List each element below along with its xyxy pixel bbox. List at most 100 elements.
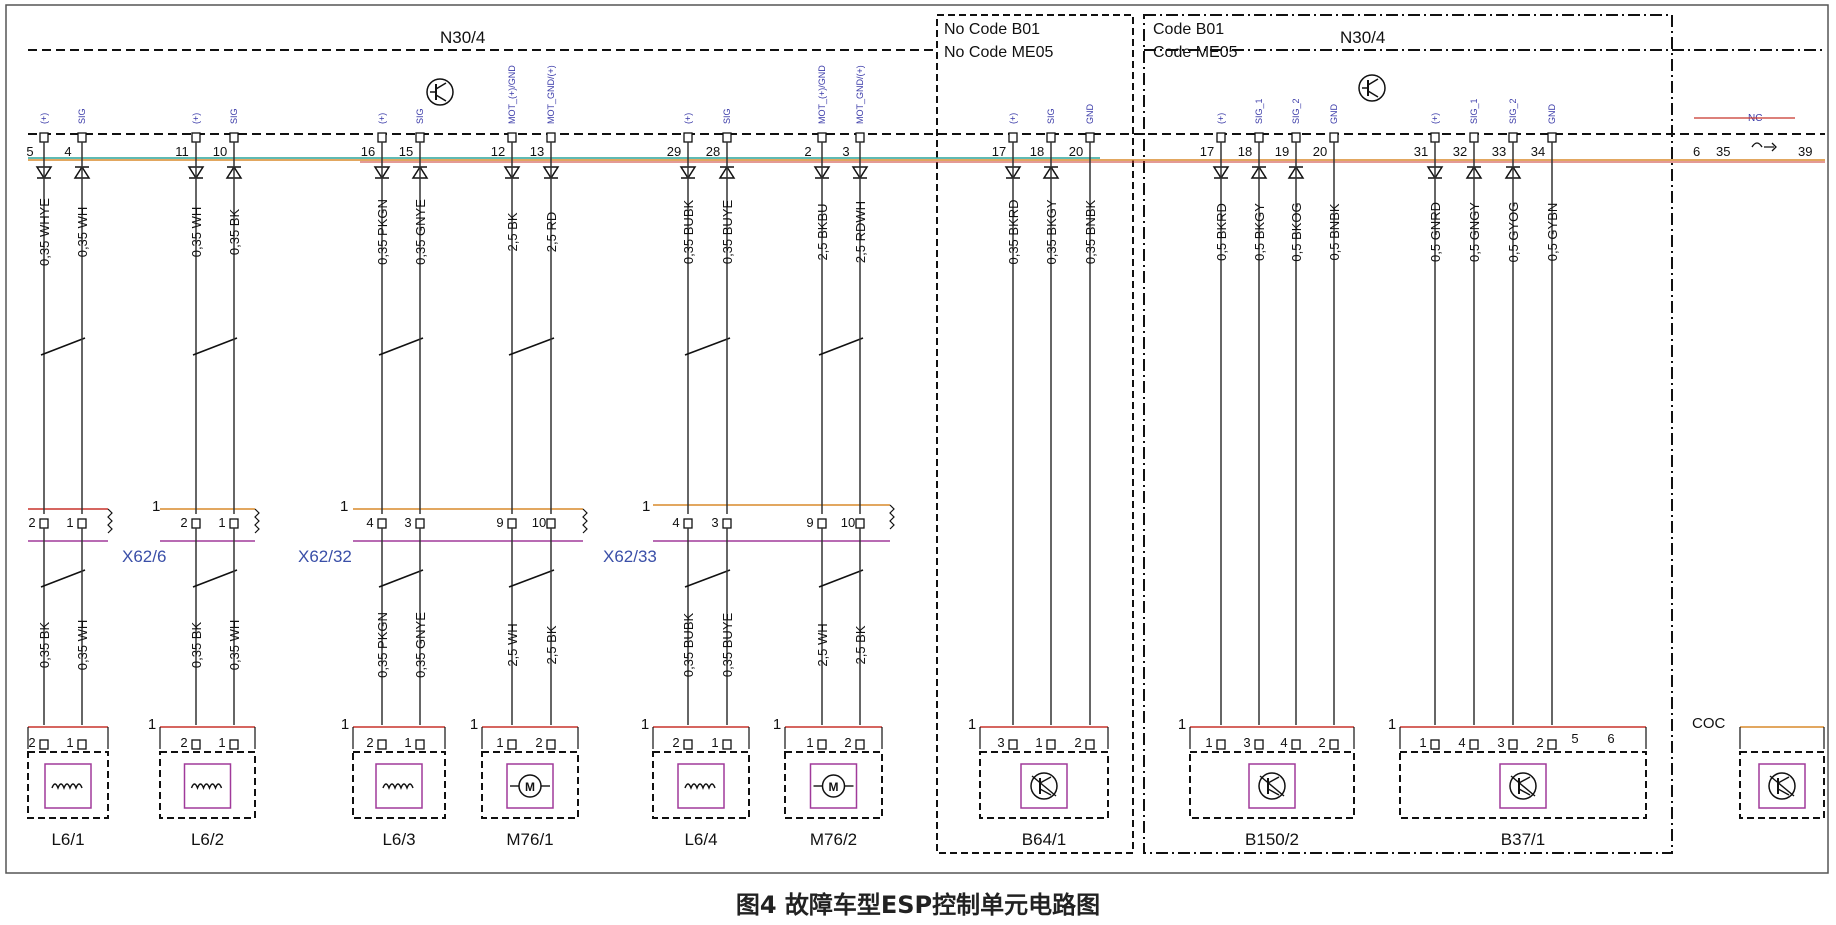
sensor-collector: [1267, 776, 1280, 784]
wire-code-label: 2,5 BK: [505, 212, 520, 251]
wire-code-label: 0,35 BUBK: [681, 200, 696, 265]
pin-number: 4: [1280, 735, 1287, 750]
wire-code-label: 0,35 BKGY: [1044, 199, 1059, 264]
pin-number: 17: [1200, 144, 1214, 159]
pin-signal-label: (+): [1216, 113, 1226, 124]
pin-socket: [817, 739, 827, 750]
pin-number: 4: [366, 515, 373, 530]
pin-number: 1: [404, 735, 411, 750]
component-housing: [352, 751, 446, 819]
outer-frame: [5, 4, 1829, 874]
wire-code-label: 2,5 WH: [815, 623, 830, 666]
pin-socket: [77, 132, 87, 143]
pin-number: 1: [1205, 735, 1212, 750]
wire-code-label: 0,5 BNBK: [1327, 203, 1342, 260]
pin-socket: [1046, 132, 1056, 143]
wire-code-label: 0,35 PKGN: [375, 199, 390, 265]
wire-code-label: 2,5 WH: [505, 623, 520, 666]
pin-signal-label: (+): [683, 113, 693, 124]
twist-marker: [684, 569, 731, 588]
pin-signal-label: (+): [39, 113, 49, 124]
component-label: M76/2: [810, 830, 857, 849]
component-housing: [1399, 751, 1647, 819]
wire-code-label: 0,35 WH: [189, 207, 204, 258]
pin-socket: [683, 739, 693, 750]
component-housing: [979, 751, 1109, 819]
pin-number: 20: [1313, 144, 1327, 159]
pin-socket: [817, 132, 827, 143]
component-housing: [159, 751, 256, 819]
pin-socket: [1216, 132, 1226, 143]
pin-socket: [855, 518, 865, 529]
pin-number: 2: [1536, 735, 1543, 750]
sensor-adjust-arrow: [1031, 775, 1057, 797]
pin-socket: [39, 739, 49, 750]
pin-socket: [415, 518, 425, 529]
component-index: 1: [1388, 716, 1396, 733]
pin-number: 3: [711, 515, 718, 530]
pin-socket: [77, 739, 87, 750]
pin-number: 4: [64, 144, 71, 159]
component-label: L6/2: [191, 830, 224, 849]
pin-number: 9: [496, 515, 503, 530]
pin-number: 1: [66, 515, 73, 530]
pin-signal-label: SIG: [415, 108, 425, 124]
option-label: Code ME05: [1153, 44, 1238, 61]
pin-signal-label: SIG: [229, 108, 239, 124]
sensor-collector: [1039, 776, 1052, 784]
pin-socket: [1329, 132, 1339, 143]
pin-socket: [1547, 132, 1557, 143]
option-label: No Code B01: [944, 21, 1040, 38]
pin-socket: [229, 132, 239, 143]
pin-number: 6: [1693, 144, 1700, 159]
pin-number: 29: [667, 144, 681, 159]
pin-number: 2: [366, 735, 373, 750]
component-label: B37/1: [1501, 830, 1545, 849]
pin-socket: [1469, 132, 1479, 143]
pin-socket: [1254, 739, 1264, 750]
pin-number: 2: [844, 735, 851, 750]
coil-icon: [51, 783, 83, 790]
pin-number: 1: [218, 515, 225, 530]
motor-letter: M: [525, 780, 535, 794]
pin-socket: [683, 132, 693, 143]
pin-number: 19: [1275, 144, 1289, 159]
pin-signal-label: GND: [1329, 104, 1339, 125]
component-l6-2: L6/21: [148, 716, 256, 849]
pin-socket: [1291, 739, 1301, 750]
twist-marker: [818, 337, 864, 356]
shield-icon: [889, 504, 895, 530]
sensor-emitter: [1518, 788, 1531, 796]
pin-socket: [415, 132, 425, 143]
twist-marker: [508, 337, 555, 356]
coil-icon: [382, 783, 414, 790]
switch-icon: [1751, 142, 1777, 152]
pin-number: 6: [1607, 731, 1614, 746]
component-label: COC: [1692, 715, 1726, 732]
shield-icon: [582, 508, 588, 534]
wire-code-label: 0,35 BK: [37, 622, 52, 669]
connector-index: 1: [642, 498, 650, 515]
twist-marker: [40, 569, 86, 588]
pin-socket: [1085, 132, 1095, 143]
pin-number: 20: [1069, 144, 1083, 159]
wire-code-label: 2,5 RD: [544, 212, 559, 252]
wire-code-label: 0,35 BNBK: [1083, 200, 1098, 265]
connector-index: 1: [152, 498, 160, 515]
pin-number: 17: [992, 144, 1006, 159]
wire-code-label: 0,5 GYOG: [1506, 202, 1521, 263]
motor-letter: M: [829, 780, 839, 794]
pin-number: 10: [532, 515, 546, 530]
pin-number: 10: [213, 144, 227, 159]
pin-socket: [191, 132, 201, 143]
component-housing: [1189, 751, 1355, 819]
wire-code-label: 0,35 WH: [75, 620, 90, 671]
wire-code-label: 0,35 PKGN: [375, 612, 390, 678]
pin-socket: [1046, 739, 1056, 750]
figure-caption: 图4 故障车型ESP控制单元电路图: [735, 891, 1101, 919]
shield-icon: [254, 508, 260, 534]
component-l6-4: L6/41: [641, 716, 750, 849]
module-label: N30/4: [1340, 28, 1385, 47]
pin-socket: [191, 739, 201, 750]
